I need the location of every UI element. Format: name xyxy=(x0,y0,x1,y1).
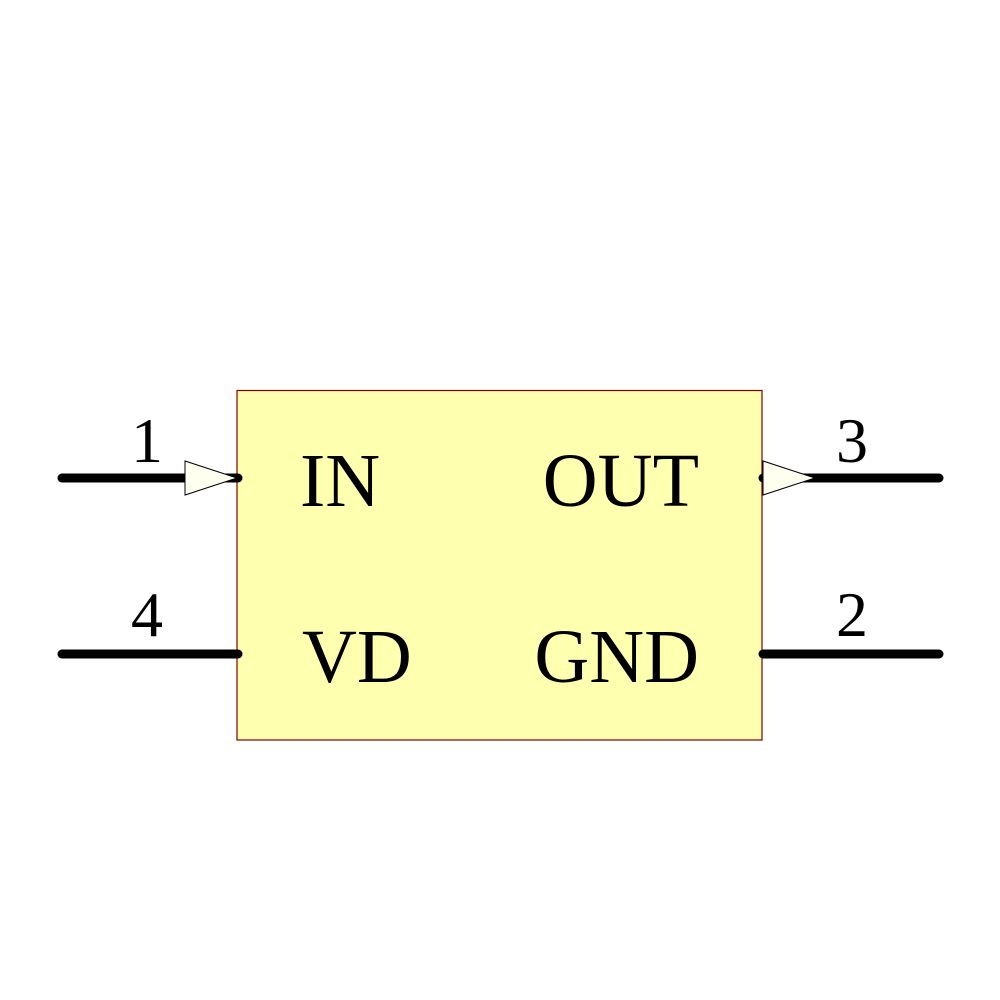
pin-name-vd: VD xyxy=(302,615,412,699)
pin-2-number: 2 xyxy=(836,579,868,650)
component-body[interactable] xyxy=(236,389,763,741)
pin-name-out: OUT xyxy=(543,439,699,523)
pin-name-gnd: GND xyxy=(534,615,699,699)
pin-3-number: 3 xyxy=(836,405,868,476)
output-arrow-icon xyxy=(762,460,817,496)
pin-1-number: 1 xyxy=(131,405,163,476)
pin-name-in: IN xyxy=(300,439,380,523)
pin-4-number: 4 xyxy=(131,579,163,650)
input-arrow-icon xyxy=(184,460,239,496)
pin-2[interactable]: 2 xyxy=(758,579,944,659)
pin-1[interactable]: 1 xyxy=(57,405,243,496)
pin-4[interactable]: 4 xyxy=(57,579,243,659)
pin-3[interactable]: 3 xyxy=(758,405,944,496)
